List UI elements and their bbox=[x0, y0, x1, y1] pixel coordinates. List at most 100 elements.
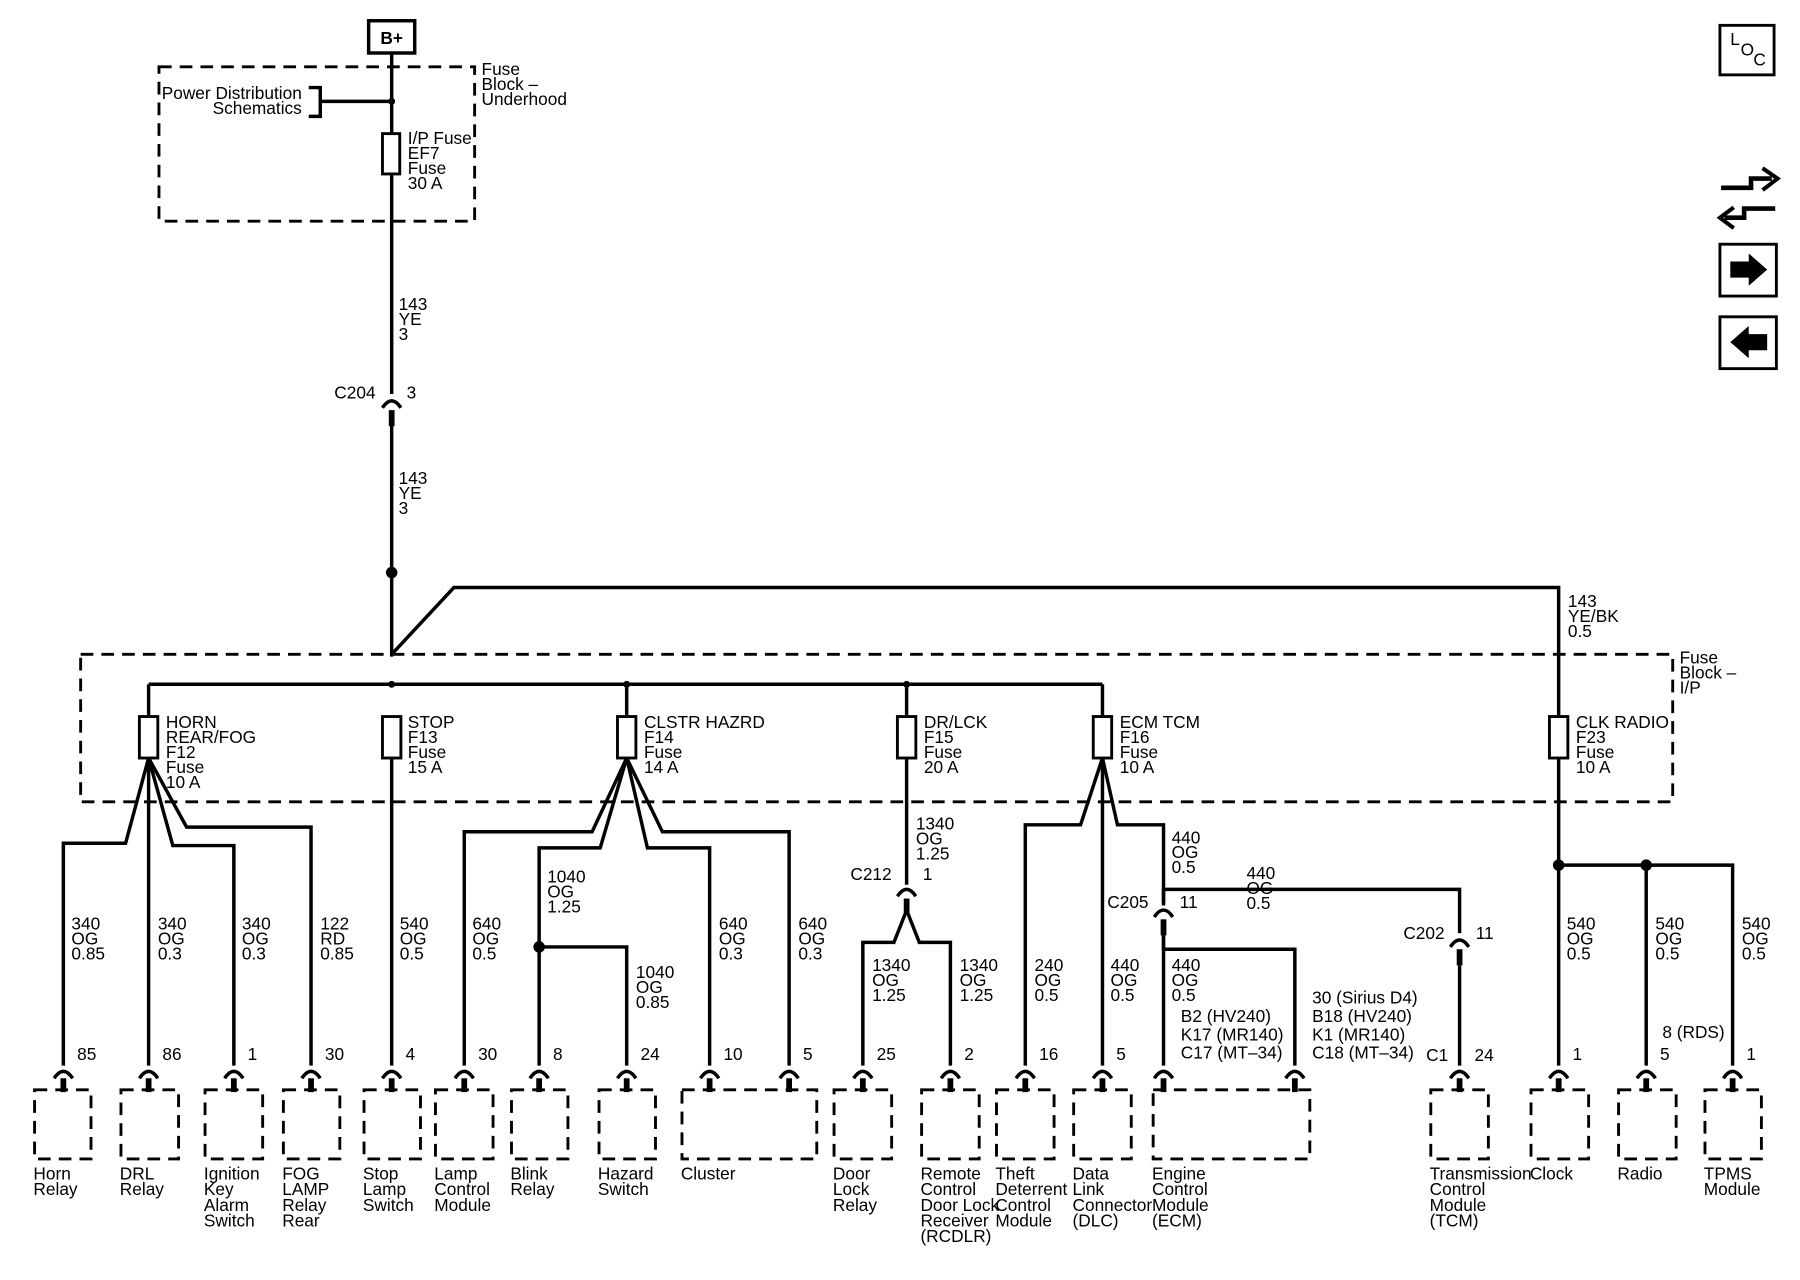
ecm-pin-list: B2 (HV240)K17 (MR140)C17 (MT–34) bbox=[1181, 1006, 1284, 1063]
wire-theft bbox=[1023, 757, 1105, 1066]
wire-cluster-24 bbox=[625, 757, 712, 1066]
pin-number: 10 bbox=[723, 1044, 742, 1064]
arrow-right-icon bbox=[1730, 253, 1768, 286]
c212-name: C212 bbox=[850, 864, 891, 884]
pin-connector-9: 5 bbox=[778, 1044, 813, 1093]
bus-dot-stop bbox=[388, 680, 396, 688]
arrow-left-button[interactable] bbox=[1718, 315, 1778, 371]
arrow-right-button[interactable] bbox=[1718, 242, 1778, 298]
loc-button[interactable]: L O C bbox=[1718, 23, 1776, 77]
wire-ye-bk bbox=[390, 585, 1561, 717]
pin-number: 1 bbox=[1572, 1044, 1582, 1064]
pin-connector-5: 30 bbox=[453, 1044, 497, 1093]
svg-text:C: C bbox=[1753, 50, 1765, 70]
svg-text:L: L bbox=[1730, 29, 1740, 49]
pin-connector-2: 1 bbox=[223, 1044, 258, 1093]
pin-connector-0: 85 bbox=[52, 1044, 96, 1093]
wire-horn-relay bbox=[61, 757, 151, 1066]
ecm-pin-list-right: 30 (Sirius D4)B18 (HV240)K1 (MR140)C18 (… bbox=[1312, 987, 1418, 1062]
ref-bracket bbox=[308, 85, 392, 119]
c204-connector bbox=[381, 399, 403, 409]
pin-number: 5 bbox=[803, 1044, 813, 1064]
pin-connector-1: 86 bbox=[137, 1044, 182, 1093]
pin-number: 25 bbox=[877, 1044, 896, 1064]
splice-blink bbox=[533, 941, 545, 953]
c205-pin-label: 11 bbox=[1180, 892, 1198, 912]
radio-pin-alt: 8 (RDS) bbox=[1662, 1022, 1724, 1042]
c202-pin-label: 11 bbox=[1476, 923, 1494, 943]
wire-hazard-switch bbox=[539, 945, 629, 1066]
component-clock: Clock bbox=[1529, 1088, 1591, 1184]
component-label: Radio bbox=[1617, 1164, 1662, 1184]
c202-connector bbox=[1448, 938, 1471, 948]
svg-text:O: O bbox=[1741, 39, 1754, 59]
pin-number: 1 bbox=[248, 1044, 258, 1064]
splice-clock bbox=[1552, 859, 1565, 871]
pin-connector-8: 10 bbox=[698, 1044, 743, 1093]
c204-pin-label: 3 bbox=[407, 383, 417, 403]
wire-door-relay bbox=[861, 909, 909, 1066]
tcm-pin-24: 24 bbox=[1475, 1045, 1495, 1065]
pin-connector-13: 5 bbox=[1091, 1044, 1126, 1093]
pin-number: 16 bbox=[1039, 1044, 1058, 1064]
c205-name: C205 bbox=[1107, 892, 1148, 912]
c212-pin-label: 1 bbox=[923, 864, 933, 884]
wire-cluster-10 bbox=[625, 757, 791, 1066]
c204-name: C204 bbox=[334, 383, 376, 403]
pin-number: 30 bbox=[478, 1044, 497, 1064]
pin-number: 86 bbox=[162, 1044, 181, 1064]
ip-fuse-block-outline bbox=[79, 652, 1675, 804]
c212-connector bbox=[895, 887, 918, 898]
swap-arrows-icon[interactable] bbox=[1716, 166, 1781, 230]
pin-connector-10: 25 bbox=[852, 1044, 896, 1093]
pin-number: 2 bbox=[964, 1044, 974, 1064]
pin-number-radio: 5 bbox=[1660, 1044, 1670, 1064]
splice-ref bbox=[388, 97, 396, 105]
pin-connector-11: 2 bbox=[939, 1044, 974, 1093]
pin-number: 8 bbox=[553, 1044, 563, 1064]
wire-rcdlr bbox=[905, 909, 953, 1066]
pin-connector-7: 24 bbox=[616, 1044, 660, 1093]
pin-number: 30 bbox=[325, 1044, 344, 1064]
pin-number: 85 bbox=[77, 1044, 96, 1064]
component-label: Cluster bbox=[681, 1164, 736, 1184]
